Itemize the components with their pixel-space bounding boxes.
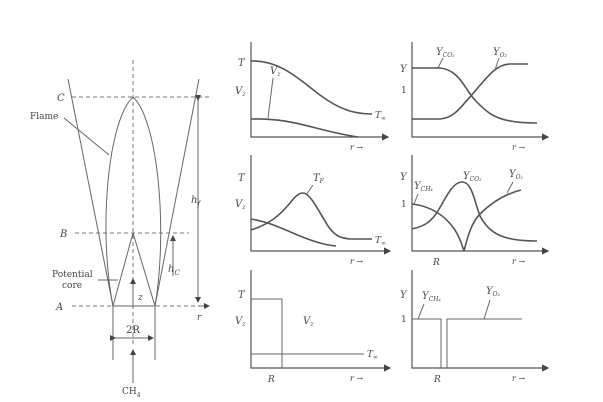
tick-one: 1 [401, 86, 407, 96]
curve-label-vz: Vz [303, 316, 314, 328]
label-yco2: YCO₂ [436, 47, 455, 59]
label-hc: hC [168, 264, 180, 277]
r-mark: R [267, 375, 275, 385]
velocity-curve [250, 218, 337, 247]
label-yco2: YCO₂ [463, 171, 482, 183]
yo2-step [446, 318, 522, 368]
mixing-layer-left [67, 78, 114, 307]
leader [417, 303, 425, 320]
x-label: r → [350, 374, 363, 383]
panel-mid-left: T Vz TF T∞ r → [235, 155, 392, 266]
label-core: core [62, 281, 82, 291]
r-mark: R [433, 375, 441, 385]
axes [250, 270, 392, 372]
label-ych4: YCH₄ [414, 181, 433, 193]
axes [411, 270, 550, 372]
y-label-t: T [238, 173, 246, 184]
x-label: r → [512, 257, 525, 266]
yco2-curve [412, 67, 538, 124]
leader [305, 184, 314, 196]
panel-bot-left: T Vz Vz T∞ R r → [235, 270, 392, 385]
temperature-step [251, 298, 283, 368]
y-label-t: T [238, 58, 246, 69]
label-ych4: YCH₄ [422, 291, 441, 303]
axes [411, 155, 550, 255]
label-potential: Potential [52, 270, 93, 280]
yco2-curve [411, 181, 538, 242]
leader [413, 193, 419, 205]
panel-top-left: T Vz Vz T∞ r → [235, 42, 390, 152]
label-yo2: YO₂ [493, 47, 508, 59]
flame-schematic: C B A Flame Potential core hf hC z r 2R … [30, 60, 210, 399]
y-label-t: T [238, 290, 246, 301]
leader [267, 77, 274, 119]
potential-core [112, 231, 156, 307]
label-t-inf: T∞ [367, 350, 378, 361]
y-label-vz: Vz [235, 86, 246, 98]
label-yo2: YO₂ [509, 169, 524, 181]
label-z: z [137, 293, 143, 303]
label-flame: Flame [30, 112, 58, 122]
x-label: r → [350, 143, 363, 152]
y-label: Y [400, 64, 408, 75]
yo2-curve [412, 63, 528, 120]
label-tf: TF [313, 173, 325, 185]
panel-bot-right: Y 1 YCH₄ YO₂ R r → [400, 270, 550, 385]
flame-leader [63, 117, 110, 156]
y-label-vz: Vz [235, 316, 246, 328]
axes [411, 42, 550, 141]
label-yo2: YO₂ [486, 286, 501, 298]
label-b: B [59, 229, 67, 240]
label-t-inf: T∞ [375, 111, 386, 122]
label-t-inf: T∞ [375, 236, 386, 247]
leader [483, 299, 491, 320]
r-mark: R [432, 258, 440, 268]
panel-mid-right: Y 1 YCH₄ YCO₂ YO₂ R r → [400, 155, 550, 268]
x-label: r → [350, 257, 363, 266]
temperature-curve [250, 60, 373, 115]
flame-envelope [105, 96, 162, 307]
label-c: C [57, 93, 65, 104]
curve-label-vz: Vz [270, 66, 281, 78]
tick-one: 1 [401, 200, 407, 210]
y-label: Y [400, 172, 408, 183]
label-hf: hf [191, 195, 201, 208]
leader [494, 57, 500, 71]
panel-top-right: Y 1 YCO₂ YO₂ r → [400, 42, 550, 152]
tick-one: 1 [401, 315, 407, 325]
axes [250, 42, 390, 141]
label-fuel: CH4 [122, 387, 141, 399]
yo2-curve [463, 189, 522, 252]
velocity-curve [250, 118, 359, 138]
label-r: r [197, 313, 202, 323]
leader [506, 181, 514, 194]
label-2r: 2R [126, 325, 140, 336]
y-label-vz: Vz [235, 199, 246, 211]
x-label: r → [512, 374, 525, 383]
label-a: A [55, 302, 63, 313]
axes [250, 155, 392, 255]
x-label: r → [512, 143, 525, 152]
temperature-curve [250, 192, 372, 240]
mixing-layer-right [154, 78, 200, 307]
ych4-curve [411, 203, 465, 252]
leader [437, 57, 444, 69]
y-label: Y [400, 290, 408, 301]
ych4-step [412, 318, 442, 368]
